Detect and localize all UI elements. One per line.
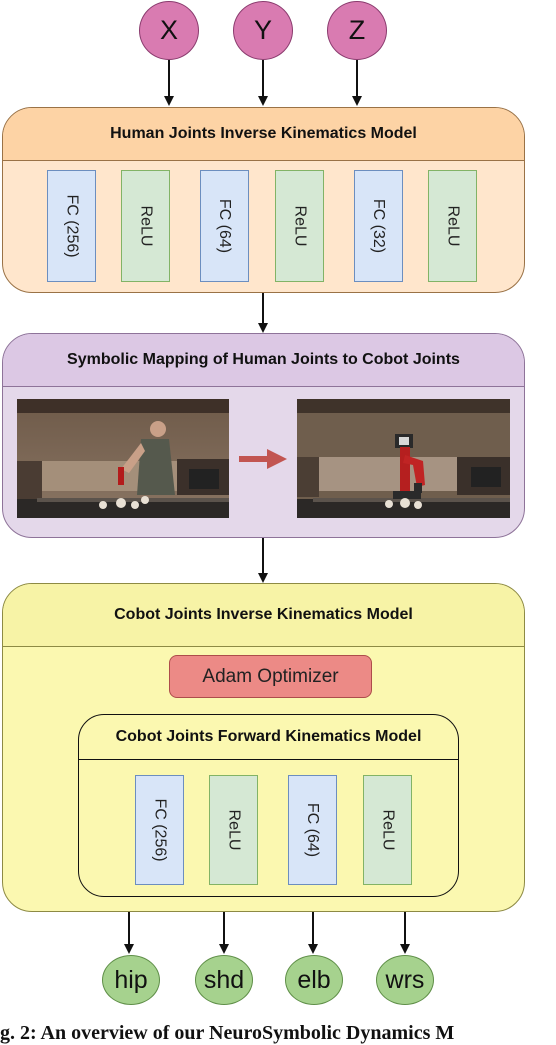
output-node-shd: shd xyxy=(195,955,253,1005)
cobot-forward-title: Cobot Joints Forward Kinematics Model xyxy=(79,715,458,760)
human-ik-layer-relu-3: ReLU xyxy=(428,170,477,282)
input-node-x: X xyxy=(139,1,199,60)
cobot-photo xyxy=(297,399,510,518)
human-ik-layer-fc-64: FC (64) xyxy=(200,170,249,282)
output-node-wrs: wrs xyxy=(376,955,434,1005)
human-ik-layer-relu-1: ReLU xyxy=(121,170,170,282)
forward-layer-fc-64: FC (64) xyxy=(288,775,337,885)
forward-layer-fc-256: FC (256) xyxy=(135,775,184,885)
mapping-arrow xyxy=(239,449,287,469)
input-node-y: Y xyxy=(233,1,293,60)
cobot-ik-title: Cobot Joints Inverse Kinematics Model xyxy=(3,584,524,647)
human-ik-layer-fc-32: FC (32) xyxy=(354,170,403,282)
symbolic-mapping-title: Symbolic Mapping of Human Joints to Cobo… xyxy=(3,334,524,387)
human-ik-title: Human Joints Inverse Kinematics Model xyxy=(3,108,524,161)
adam-optimizer-label: Adam Optimizer xyxy=(202,665,339,687)
figure-caption: g. 2: An overview of our NeuroSymbolic D… xyxy=(0,1022,455,1044)
human-ik-layer-relu-2: ReLU xyxy=(275,170,324,282)
human-demonstration-photo xyxy=(17,399,229,518)
adam-optimizer-box: Adam Optimizer xyxy=(169,655,372,698)
input-node-z: Z xyxy=(327,1,387,60)
output-node-elb: elb xyxy=(285,955,343,1005)
forward-layer-relu-1: ReLU xyxy=(209,775,258,885)
output-node-hip: hip xyxy=(102,955,160,1005)
forward-layer-relu-2: ReLU xyxy=(363,775,412,885)
human-ik-layer-fc-256: FC (256) xyxy=(47,170,96,282)
